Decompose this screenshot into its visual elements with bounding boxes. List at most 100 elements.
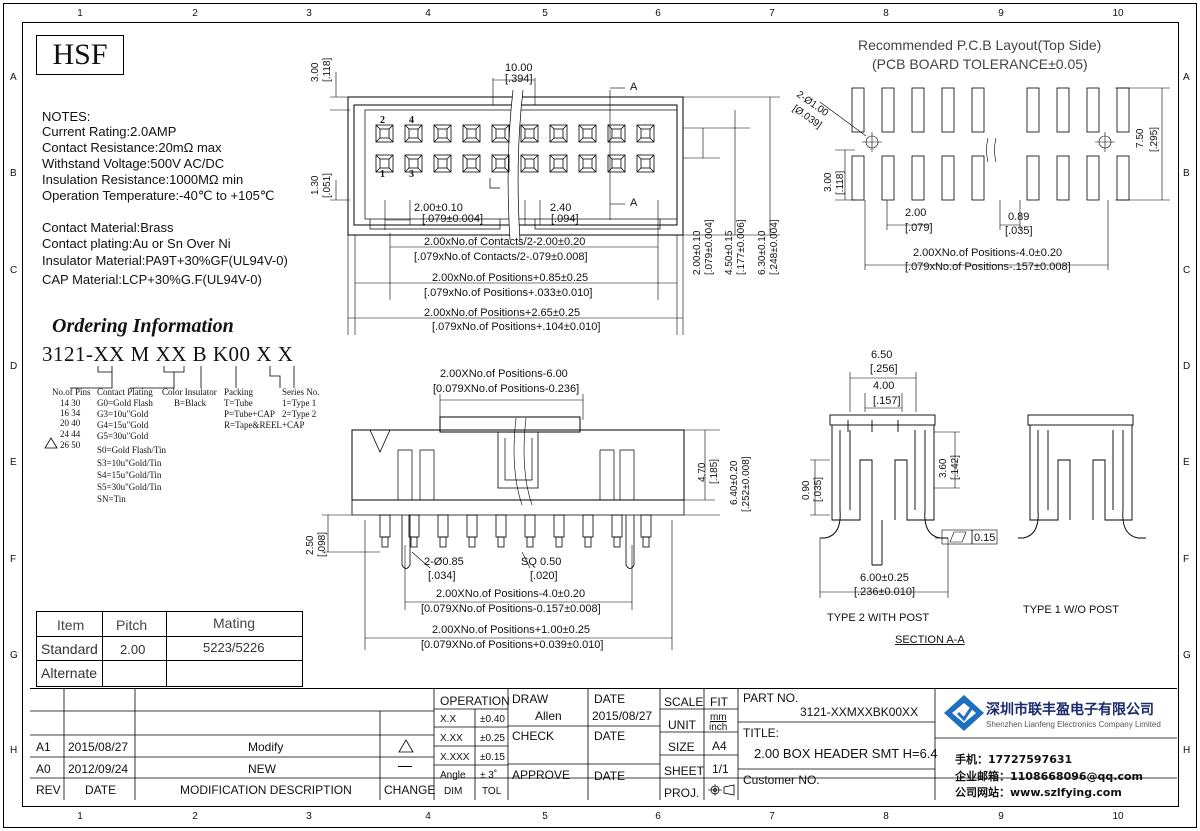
- dim-text: 10.00: [505, 62, 533, 74]
- dim-text: SQ 0.50: [521, 556, 562, 568]
- plating-option: G0=Gold Flash: [97, 398, 153, 408]
- dim-text: 2.50: [305, 535, 316, 555]
- front-pin: [582, 514, 594, 548]
- note-line: Contact Resistance:20mΩ max: [42, 140, 222, 155]
- dim-text: 2.00XNo.of Positions-4.0±0.20: [436, 588, 586, 600]
- mating-header-item: Item: [57, 617, 85, 633]
- material-line: Insulator Material:PA9T+30%GF(UL94V-0): [42, 253, 288, 268]
- dim-text: 2.00: [905, 207, 927, 219]
- pin-cavity: [462, 154, 481, 173]
- part-no-value: 3121-XXMXXBK00XX: [800, 705, 919, 719]
- series-title: Series No.: [282, 387, 320, 397]
- tol-foot: DIM: [444, 786, 463, 797]
- draw-date: 2015/08/27: [592, 709, 653, 723]
- date-label: DATE: [594, 692, 626, 706]
- zone-columns-bottom: 1 2 3 4 5 6 7 8 9 10: [0, 811, 1200, 823]
- sheet-value: 1/1: [712, 762, 729, 776]
- rev-desc-cell: NEW: [248, 762, 276, 776]
- dim-text: [.256]: [870, 363, 898, 375]
- proj-label: PROJ.: [664, 786, 700, 800]
- pcb-pad: [971, 155, 985, 201]
- zone-col: 10: [1112, 8, 1124, 19]
- tol-foot: TOL: [482, 786, 502, 797]
- pins-option: 20 40: [60, 418, 81, 428]
- dim-text: [.079±0.004]: [704, 219, 715, 275]
- outer-frame: [3, 3, 1197, 828]
- pcb-pad: [851, 87, 865, 133]
- company-phone: 手机：17727597631: [955, 753, 1073, 766]
- dim-text: [.020]: [530, 570, 558, 582]
- top-view-drawing: [330, 72, 780, 335]
- zone-col: 7: [769, 8, 775, 19]
- dim-text: [.185]: [709, 458, 720, 484]
- pins-title: No.of Pins: [52, 387, 91, 397]
- locating-post: [625, 515, 635, 569]
- zone-row: E: [10, 457, 17, 468]
- pins-option: 26 50: [60, 440, 81, 450]
- zone-row: G: [10, 650, 18, 661]
- pin-cavity: [607, 124, 626, 143]
- zone-row: C: [1183, 265, 1191, 276]
- zone-row: H: [10, 745, 18, 756]
- pin-cavity: [636, 154, 655, 173]
- pcb-pad: [1026, 87, 1040, 133]
- revision-triangle-icon: [398, 739, 414, 753]
- zone-row: D: [10, 361, 18, 372]
- mating-part-value: 5223/5226: [203, 640, 265, 655]
- packing-option: T=Tube: [224, 398, 253, 408]
- customer-no-label: Customer NO.: [743, 773, 820, 787]
- dim-text: 6.50: [871, 349, 893, 361]
- pcb-pad: [1116, 155, 1130, 201]
- locating-post: [401, 515, 411, 569]
- zone-col: 2: [192, 8, 198, 19]
- dim-text: [.035]: [813, 476, 824, 502]
- zone-row: F: [10, 554, 17, 565]
- mating-header-pitch: Pitch: [116, 617, 148, 633]
- zone-row: B: [10, 168, 17, 179]
- dim-text: [.157]: [873, 395, 901, 407]
- pcb-pad: [1086, 87, 1100, 133]
- dim-text: 0.90: [801, 480, 812, 500]
- dim-text: 4.00: [873, 380, 895, 392]
- rev-cell: A0: [36, 762, 51, 776]
- type1-caption: TYPE 1 W/O POST: [1023, 604, 1119, 616]
- dim-text: 2.00±0.10: [414, 202, 463, 214]
- dim-text: [.079xNo.of Positions-.157±0.008]: [905, 261, 1071, 273]
- dim-text: 2.00xNo.of Positions+0.85±0.25: [432, 272, 589, 284]
- pin-cavity: [462, 124, 481, 143]
- part-no-label: PART NO.: [743, 691, 799, 705]
- pcb-title: Recommended P.C.B Layout(Top Side): [858, 37, 1102, 53]
- zone-row: H: [1183, 745, 1191, 756]
- pcb-subtitle: (PCB BOARD TOLERANCE±0.05): [872, 56, 1088, 72]
- packing-option: R=Tape&REEL+CAP: [224, 420, 305, 430]
- fit-label: FIT: [710, 695, 728, 709]
- size-label: SIZE: [668, 740, 695, 754]
- check-date-label: DATE: [594, 729, 626, 743]
- pcb-pad: [971, 87, 985, 133]
- unit-label: UNIT: [668, 718, 696, 732]
- plating-option: S5=30u"Gold/Tin: [97, 482, 162, 492]
- dim-text: [.118]: [322, 57, 333, 82]
- note-line: Operation Temperature:-40℃ to +105℃: [42, 188, 275, 203]
- dim-text: [.051]: [322, 172, 333, 198]
- revision-triangle-icon: [44, 437, 58, 449]
- ordering-title: Ordering Information: [52, 315, 234, 337]
- plating-option: S3=10u"Gold/Tin: [97, 458, 162, 468]
- zone-row: E: [1183, 457, 1190, 468]
- tol-dim: X.X: [440, 714, 457, 725]
- dim-text: 2.00XNo.of Positions-4.0±0.20: [913, 247, 1063, 259]
- dim-text: 2-Ø0.85: [424, 556, 464, 568]
- zone-col: 2: [192, 811, 198, 822]
- zone-col: 6: [655, 8, 661, 19]
- pcb-pad: [911, 87, 925, 133]
- zone-col: 3: [306, 811, 312, 822]
- zone-col: 8: [883, 811, 889, 822]
- zone-columns-top: 1 2 3 4 5 6 7 8 9 10: [0, 8, 1200, 20]
- zone-row: D: [1183, 361, 1191, 372]
- rev-dash: [398, 766, 412, 767]
- dim-text: [.142]: [950, 454, 961, 480]
- pin-cavity: [636, 124, 655, 143]
- insulator-option: B=Black: [174, 398, 207, 408]
- dim-text: 2.00XNo.of Positions-6.00: [440, 368, 568, 380]
- front-pin: [379, 514, 391, 548]
